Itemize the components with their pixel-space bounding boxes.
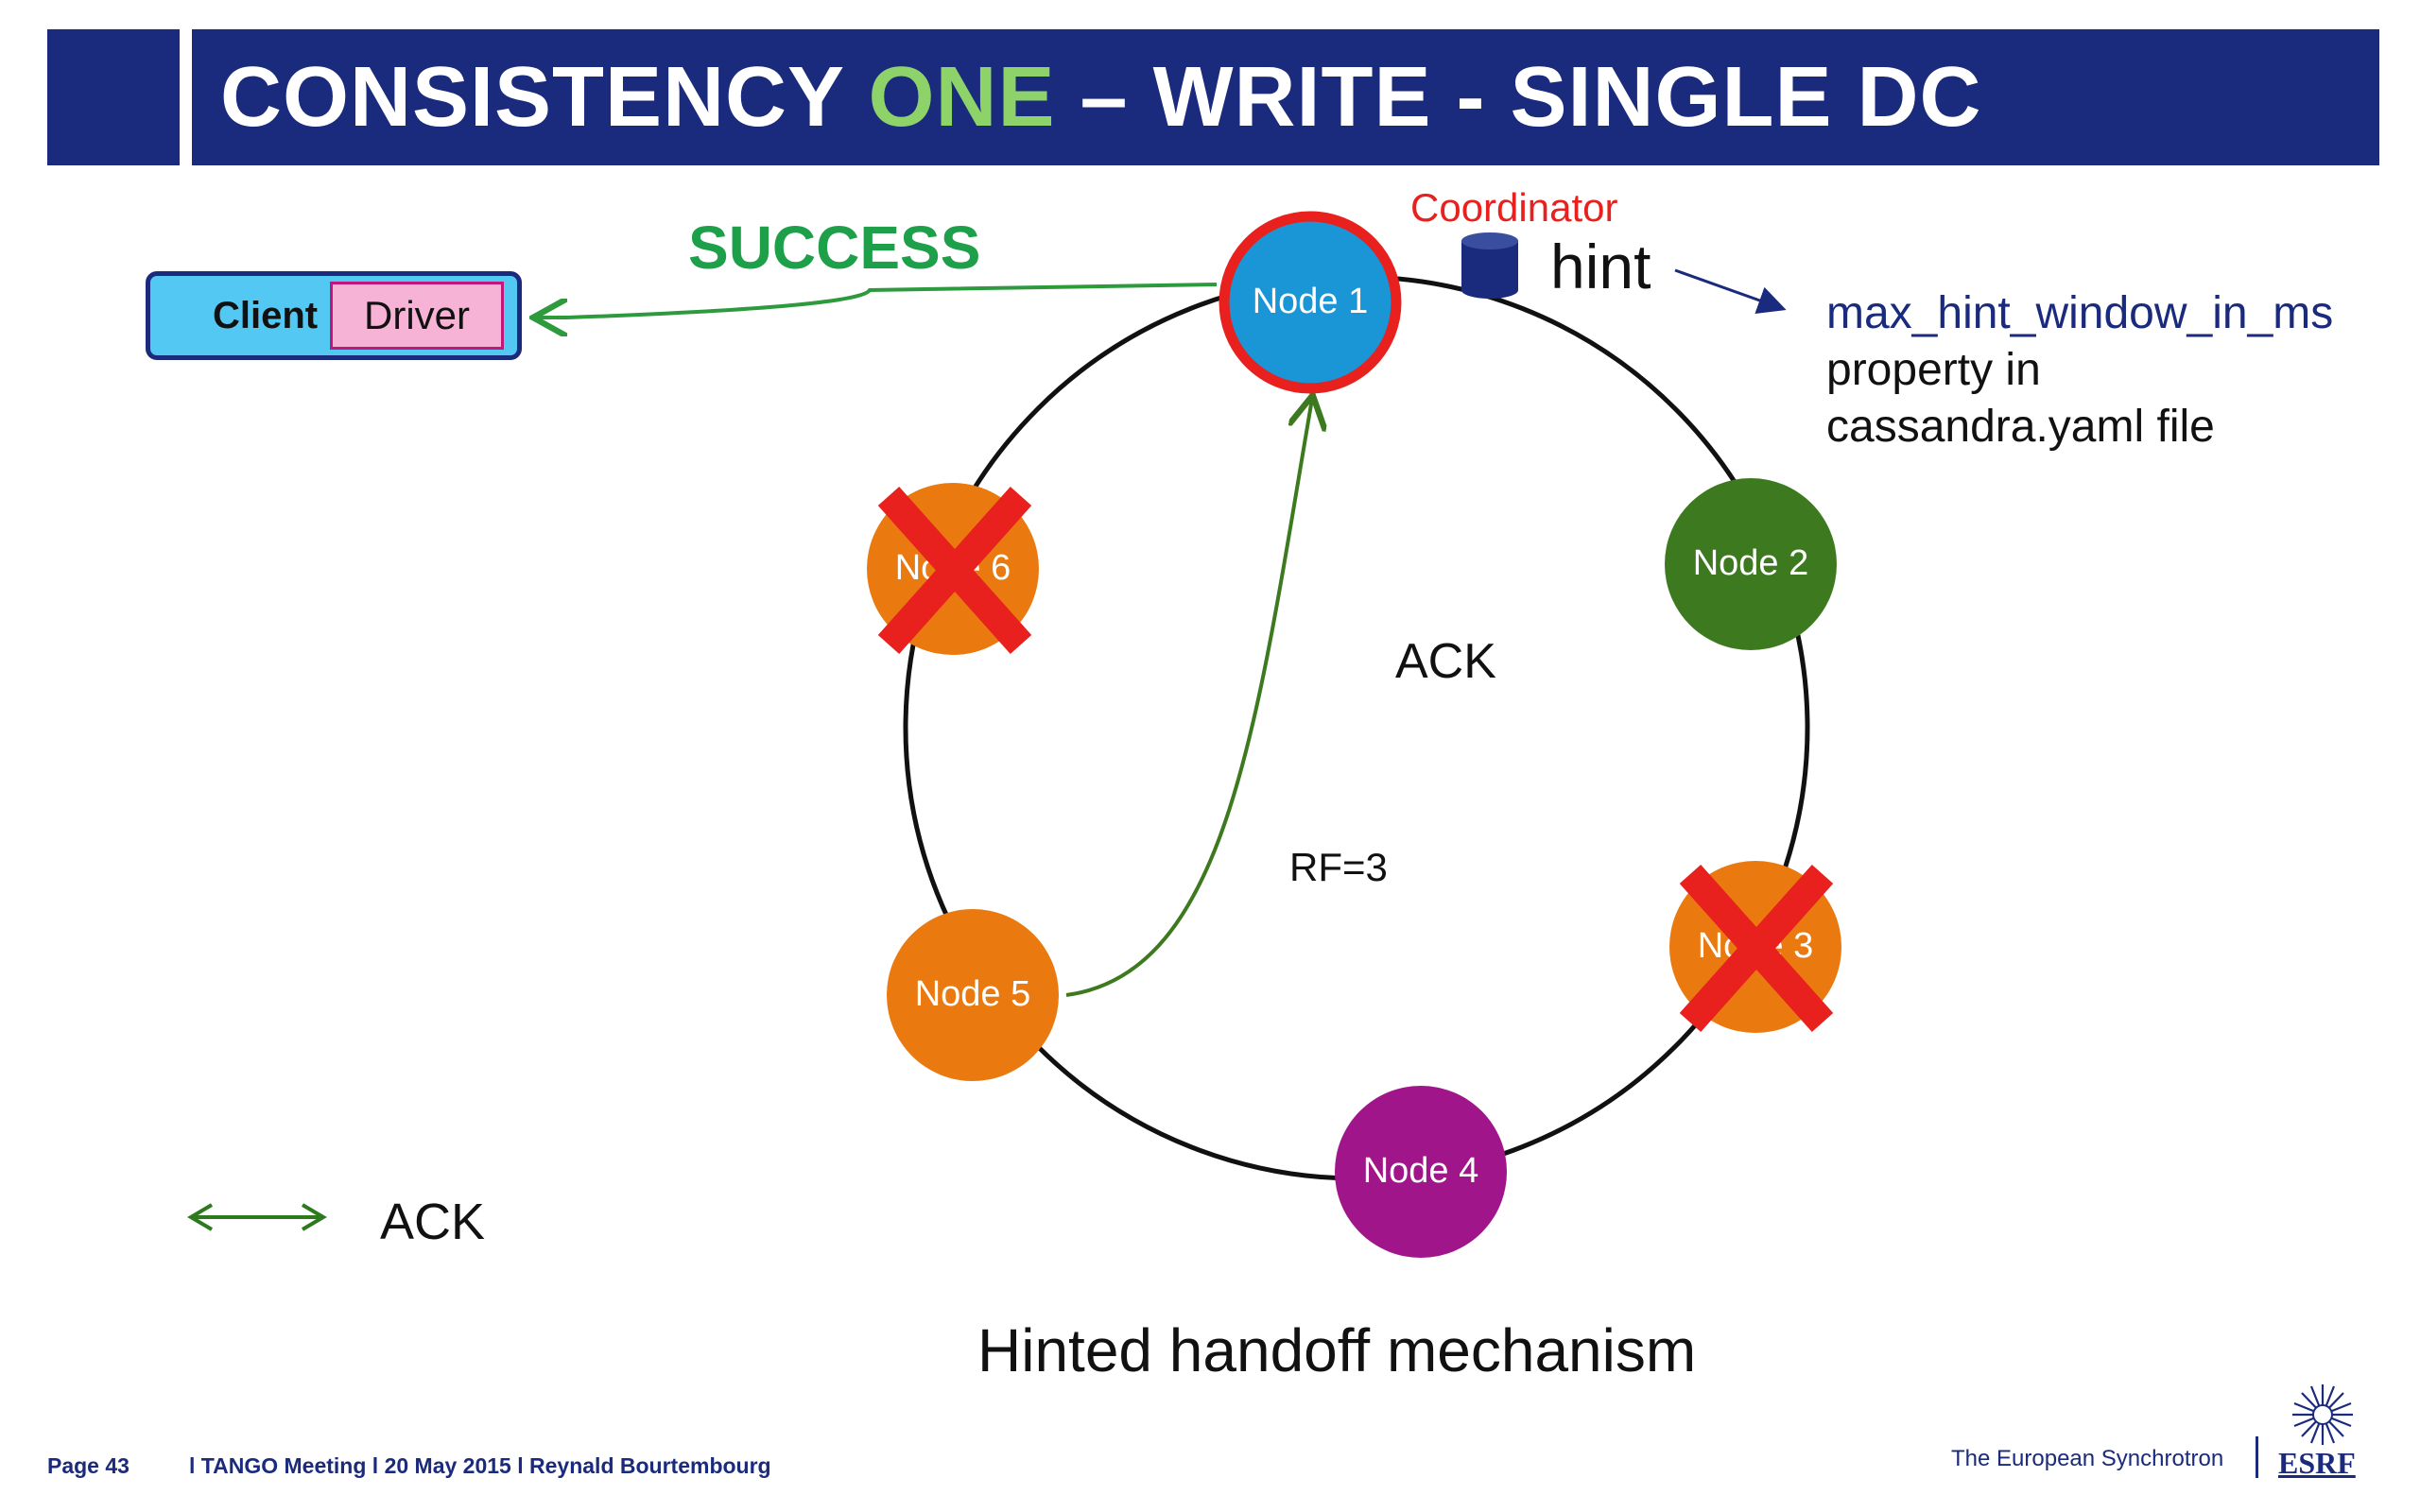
property-line-2: property in (1826, 345, 2041, 395)
title-text-before: CONSISTENCY (220, 50, 869, 145)
node-4-label: Node 4 (1362, 1151, 1479, 1191)
node-1-label: Node 1 (1252, 282, 1369, 321)
title-text-after: – WRITE - SINGLE DC (1055, 50, 1982, 145)
title-accent-square (47, 29, 180, 165)
property-name: max_hint_window_in_ms (1826, 288, 2334, 338)
node-5 (887, 909, 1059, 1081)
footer-organization: The European Synchrotron (1951, 1446, 2224, 1471)
node-1 (1219, 211, 1402, 394)
footer-logo-text: ESRF (2278, 1446, 2356, 1480)
property-line-3: cassandra.yaml file (1826, 402, 2215, 452)
diagram-caption: Hinted handoff mechanism (977, 1316, 1697, 1384)
client-box: Client Driver (146, 271, 522, 360)
footer-separator (2256, 1436, 2258, 1478)
client-label: Client (213, 295, 319, 336)
title-text-accent: ONE (868, 50, 1056, 145)
legend-ack-arrow (187, 1203, 327, 1231)
replication-factor-label: RF=3 (1289, 845, 1388, 889)
success-arrow (537, 283, 1218, 318)
ack-arrow-node5-to-node1 (1065, 399, 1312, 997)
hint-database-icon (1461, 232, 1518, 299)
footer-page-number: Page 43 (47, 1453, 130, 1478)
hint-label: hint (1550, 232, 1651, 301)
property-note: max_hint_window_in_ms property in cassan… (1826, 285, 2333, 455)
node-4 (1335, 1086, 1507, 1258)
node-2-label: Node 2 (1692, 543, 1809, 583)
coordinator-label: Coordinator (1410, 185, 1618, 230)
footer-meta: l TANGO Meeting l 20 May 2015 l Reynald … (189, 1453, 771, 1478)
node-5-label: Node 5 (914, 974, 1031, 1014)
esrf-logo-icon (2292, 1384, 2353, 1445)
node-3-label: Node 3 (1697, 926, 1814, 966)
ring-ack-label: ACK (1395, 634, 1496, 689)
title-bar: CONSISTENCY ONE – WRITE - SINGLE DC (192, 29, 2379, 165)
legend-ack-label: ACK (380, 1194, 486, 1250)
slide-title: CONSISTENCY ONE – WRITE - SINGLE DC (220, 29, 1982, 165)
hint-arrow (1674, 268, 1787, 315)
node-2 (1665, 478, 1837, 650)
node-6-label: Node 6 (894, 548, 1011, 588)
driver-box: Driver (330, 282, 504, 350)
success-label: SUCCESS (688, 214, 981, 282)
